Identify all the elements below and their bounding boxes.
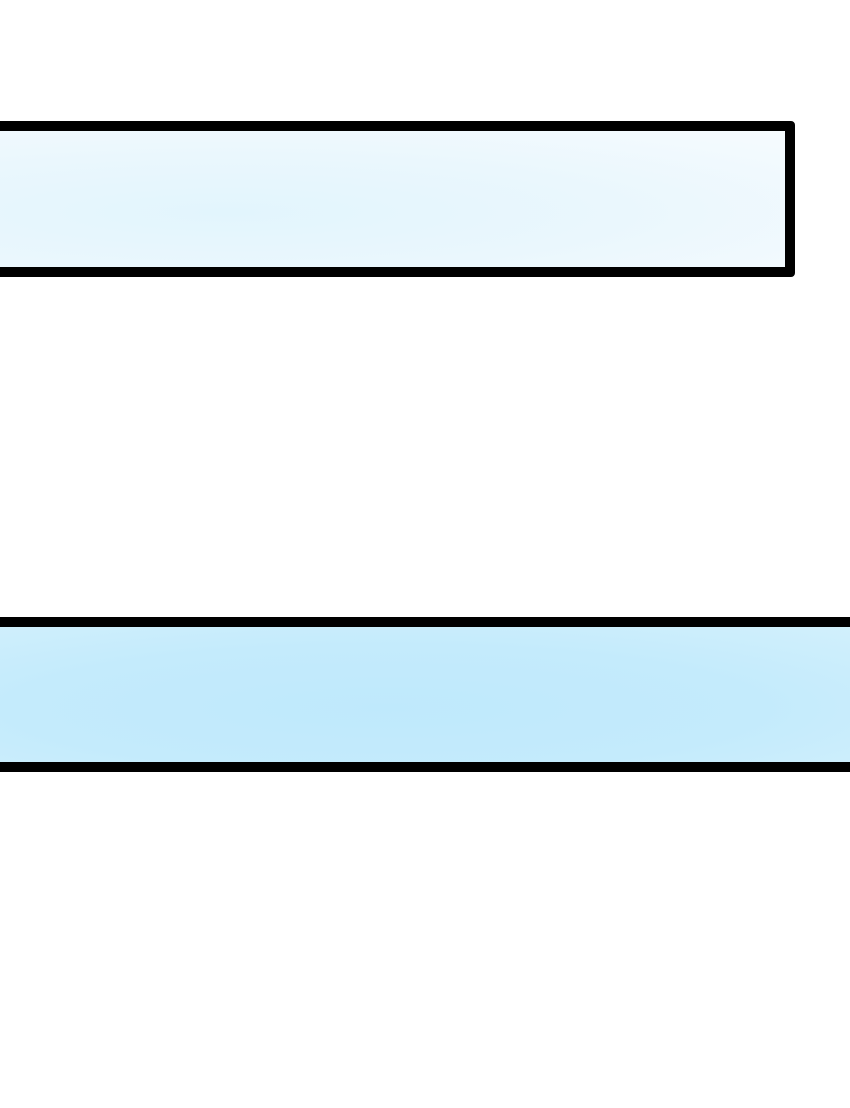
top-light-blue-panel <box>0 121 795 277</box>
bottom-light-blue-panel <box>0 617 850 772</box>
